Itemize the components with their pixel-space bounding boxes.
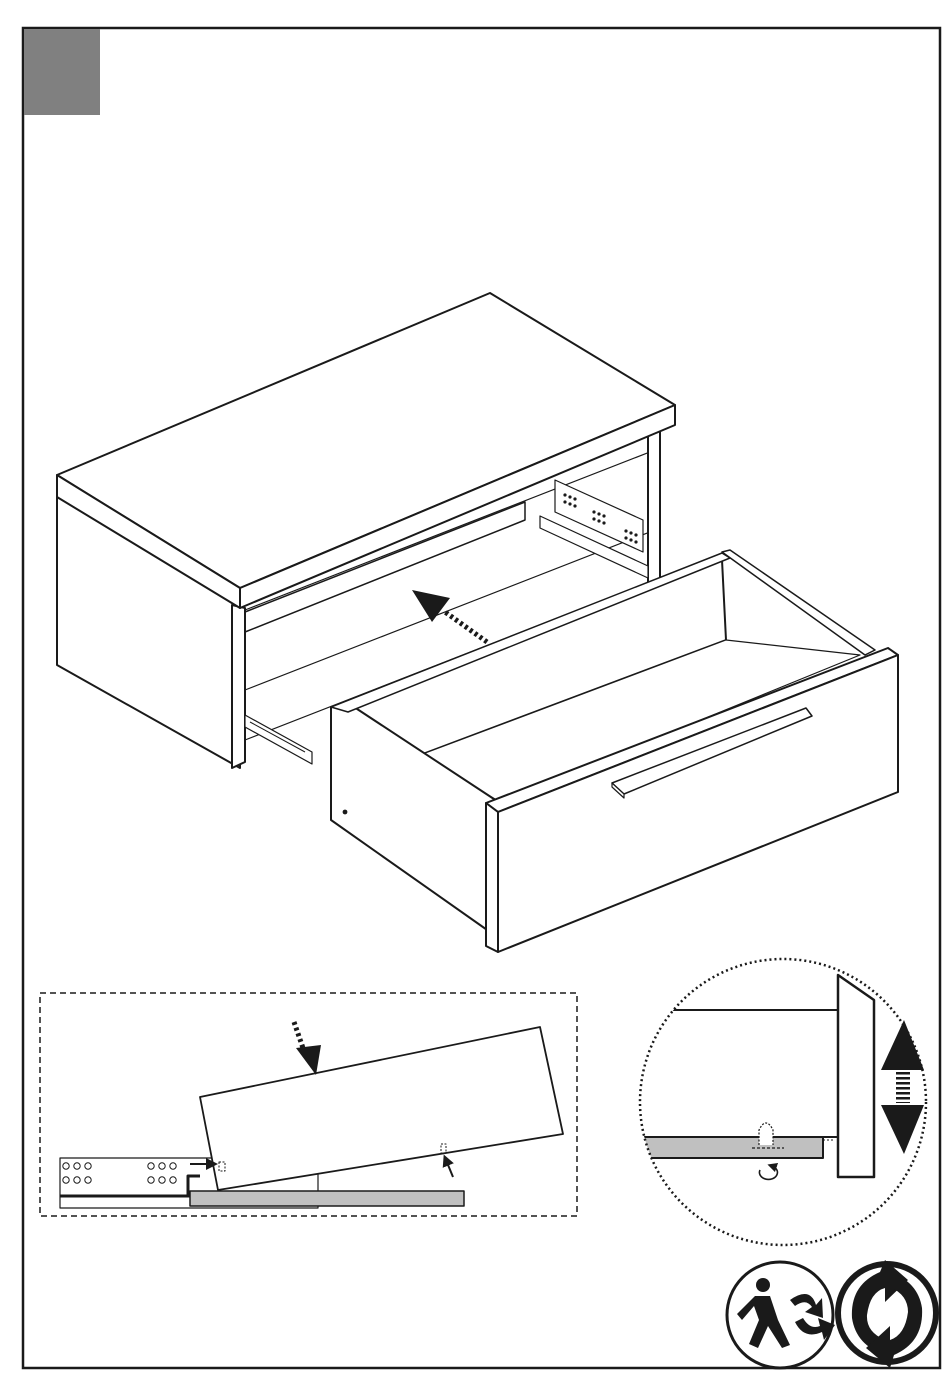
- drawer-side-screw: [343, 810, 348, 815]
- push-down-arrow: [294, 1022, 321, 1075]
- adjust-screw: [759, 1123, 773, 1145]
- cabinet-right-side: [648, 430, 660, 586]
- slide-rail: [190, 1191, 464, 1206]
- drawer-right-side-top: [722, 550, 875, 655]
- tilted-drawer: [200, 1027, 563, 1190]
- tidyman-recycle-icon: [727, 1262, 835, 1368]
- front-pin-arrow: [446, 1160, 453, 1177]
- green-dot-icon: [835, 1260, 939, 1368]
- up-down-arrow: [881, 1020, 924, 1154]
- detail-rail: [620, 1137, 823, 1158]
- step-marker: [24, 29, 100, 115]
- detail-front-panel: [838, 975, 874, 1177]
- height-detail: [620, 959, 926, 1245]
- detail-drawer-side: [620, 1010, 838, 1137]
- rotate-symbol: [759, 1166, 777, 1179]
- cabinet-left-inner-edge: [232, 605, 245, 768]
- drawer-front-left-edge: [486, 803, 498, 952]
